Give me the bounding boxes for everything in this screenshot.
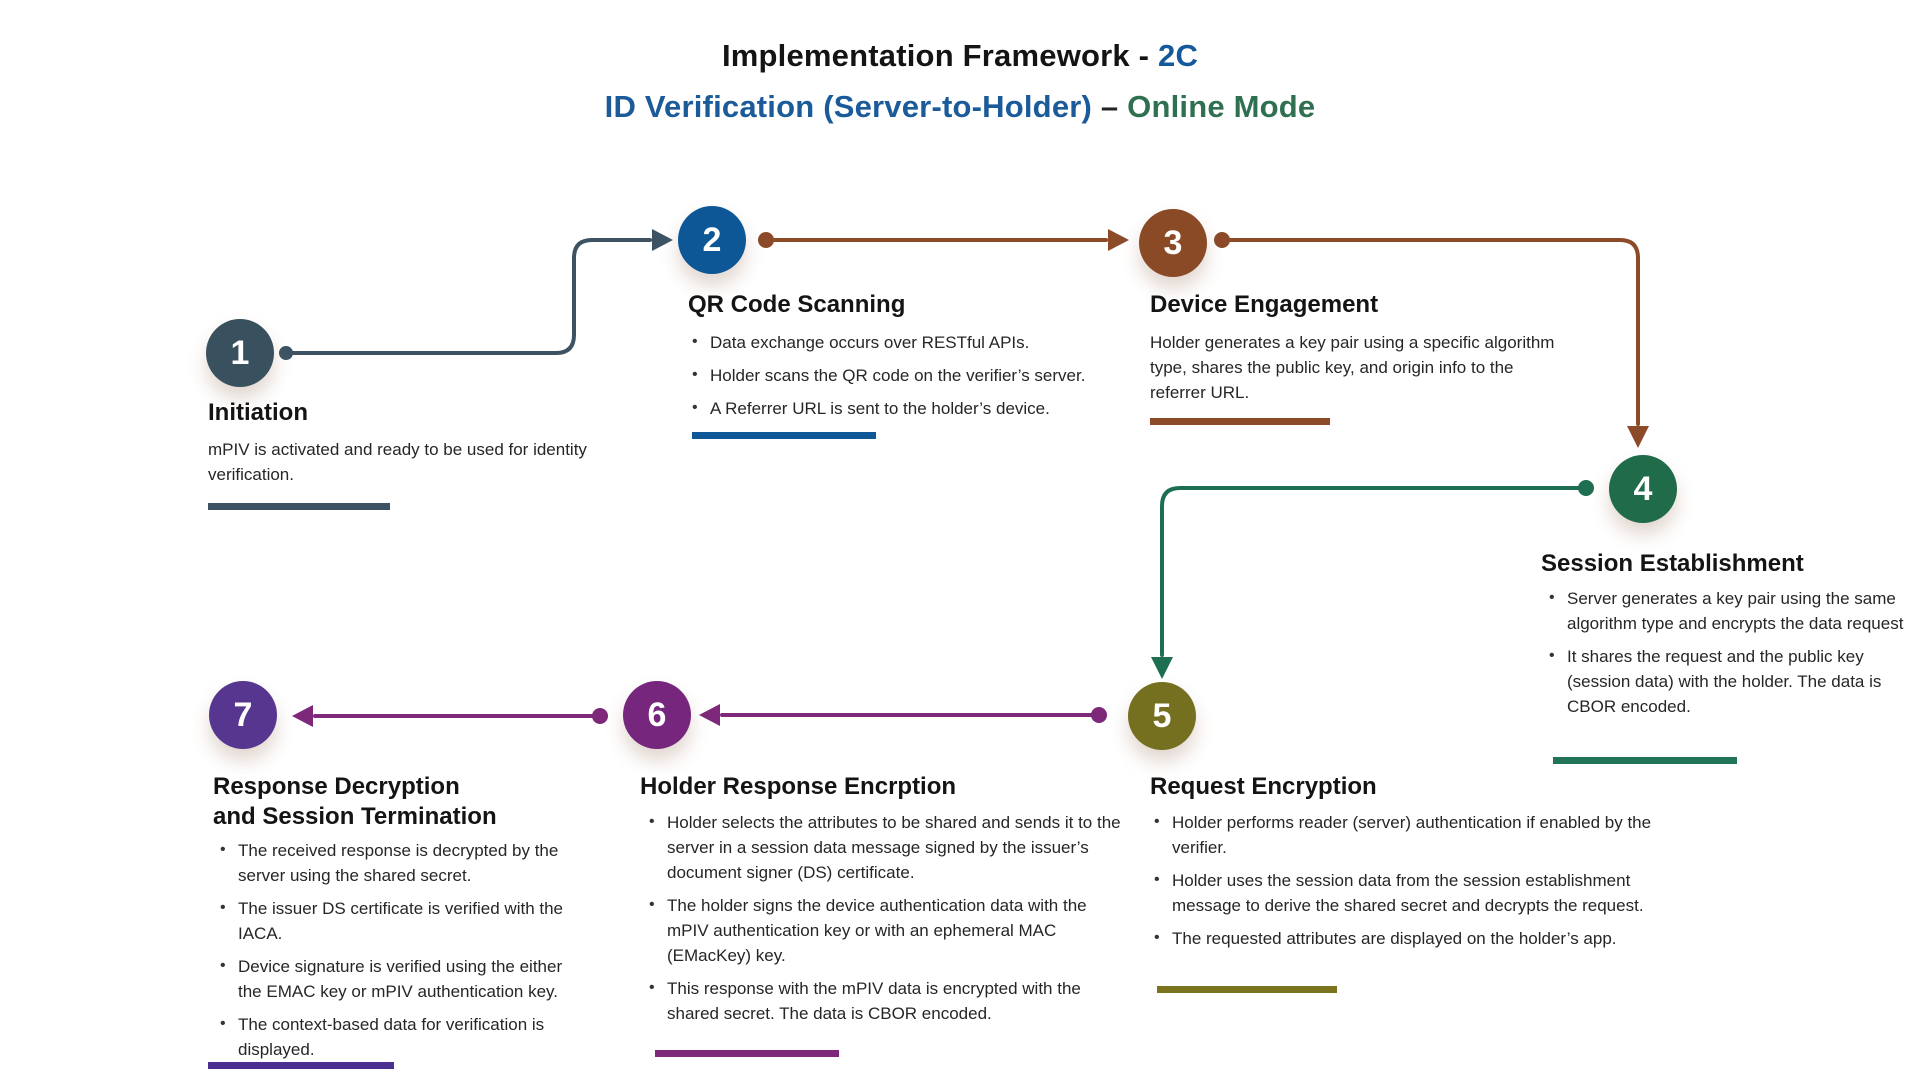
step-7-title-line2: and Session Termination [213, 803, 497, 830]
step-5-title: Request Encryption [1150, 773, 1377, 800]
step-3-number: 3 [1163, 223, 1183, 262]
page-header: Implementation Framework - 2C ID Verific… [0, 38, 1920, 125]
page-title-highlight: 2C [1158, 38, 1199, 73]
step-4-number: 4 [1633, 469, 1653, 508]
step-4-underline-bar [1553, 757, 1737, 764]
step-2-number: 2 [702, 220, 722, 259]
connector-2-3 [758, 229, 1129, 251]
step-6-details: Holder selects the attributes to be shar… [645, 809, 1123, 1034]
bullet-item: The requested attributes are displayed o… [1150, 925, 1655, 951]
arrowhead-icon [1627, 426, 1649, 448]
step-7-title-line1: Response Decryption [213, 773, 460, 800]
bullet-item: Holder uses the session data from the se… [1150, 867, 1655, 918]
connector-6-7 [292, 705, 608, 727]
step-1-description: mPIV is activated and ready to be used f… [208, 440, 587, 484]
step-5-underline-bar [1157, 986, 1337, 993]
bullet-item: The received response is decrypted by th… [216, 837, 588, 888]
step-2-underline-bar [692, 432, 876, 439]
step-1-title: Initiation [208, 399, 308, 426]
bullet-item: The context-based data for verification … [216, 1011, 588, 1062]
step-3-title: Device Engagement [1150, 291, 1379, 318]
step-7-underline-bar [208, 1062, 394, 1069]
page-title-text: Implementation Framework - [721, 38, 1158, 73]
bullet-item: Holder performs reader (server) authenti… [1150, 809, 1655, 860]
bullet-item: It shares the request and the public key… [1545, 643, 1917, 719]
arrowhead-icon [652, 229, 673, 251]
bullet-item: The issuer DS certificate is verified wi… [216, 895, 588, 946]
step-6-circle: 6 [623, 681, 691, 749]
step-6-number: 6 [647, 695, 667, 734]
connector-dot [1091, 707, 1107, 723]
bullet-item: Server generates a key pair using the sa… [1545, 585, 1917, 636]
arrowhead-icon [1108, 229, 1129, 251]
arrowhead-icon [699, 704, 720, 726]
arrowhead-icon [292, 705, 313, 727]
connector-dot [592, 708, 608, 724]
connector-dot [1578, 480, 1594, 496]
page-subtitle-text: ID Verification (Server-to-Holder) [604, 89, 1093, 124]
bullet-item: Data exchange occurs over RESTful APIs. [688, 329, 1178, 355]
bullet-item: Holder scans the QR code on the verifier… [688, 362, 1178, 388]
step-3-circle: 3 [1139, 209, 1207, 277]
connector-dot [758, 232, 774, 248]
step-6-underline-bar [655, 1050, 839, 1057]
step-7-title: Response Decryption and Session Terminat… [213, 772, 497, 832]
step-3-underline-bar [1150, 418, 1330, 425]
step-7-details: The received response is decrypted by th… [216, 837, 588, 1070]
bullet-item: A Referrer URL is sent to the holder’s d… [688, 395, 1178, 421]
step-7-number: 7 [233, 695, 253, 734]
step-1-number: 1 [230, 333, 250, 372]
page-subtitle-highlight: Online Mode [1127, 89, 1316, 124]
bullet-item: Holder selects the attributes to be shar… [645, 809, 1123, 885]
step-5-circle: 5 [1128, 682, 1196, 750]
connector-4-5 [1151, 480, 1594, 679]
connector-1-2 [279, 229, 673, 360]
step-2-title: QR Code Scanning [688, 291, 906, 318]
bullet-item: This response with the mPIV data is encr… [645, 975, 1123, 1026]
page-subtitle-dash: – [1092, 89, 1128, 124]
step-4-details: Server generates a key pair using the sa… [1545, 585, 1917, 727]
step-7-circle: 7 [209, 681, 277, 749]
connector-dot [1214, 232, 1230, 248]
step-2-circle: 2 [678, 206, 746, 274]
connector-dot [279, 346, 293, 360]
bullet-item: Device signature is verified using the e… [216, 953, 588, 1004]
step-1-circle: 1 [206, 319, 274, 387]
step-3-description: Holder generates a key pair using a spec… [1150, 333, 1555, 402]
step-4-title: Session Establishment [1541, 550, 1804, 577]
step-2-details: Data exchange occurs over RESTful APIs. … [688, 329, 1178, 429]
step-1-underline-bar [208, 503, 390, 510]
connector-5-6 [699, 704, 1107, 726]
step-4-circle: 4 [1609, 455, 1677, 523]
step-5-number: 5 [1152, 696, 1172, 735]
arrowhead-icon [1151, 657, 1173, 679]
page-title: Implementation Framework - 2C [0, 38, 1920, 74]
step-6-title: Holder Response Encrption [640, 773, 957, 800]
step-5-details: Holder performs reader (server) authenti… [1150, 809, 1655, 959]
page-subtitle: ID Verification (Server-to-Holder) – Onl… [0, 89, 1920, 125]
bullet-item: The holder signs the device authenticati… [645, 892, 1123, 968]
